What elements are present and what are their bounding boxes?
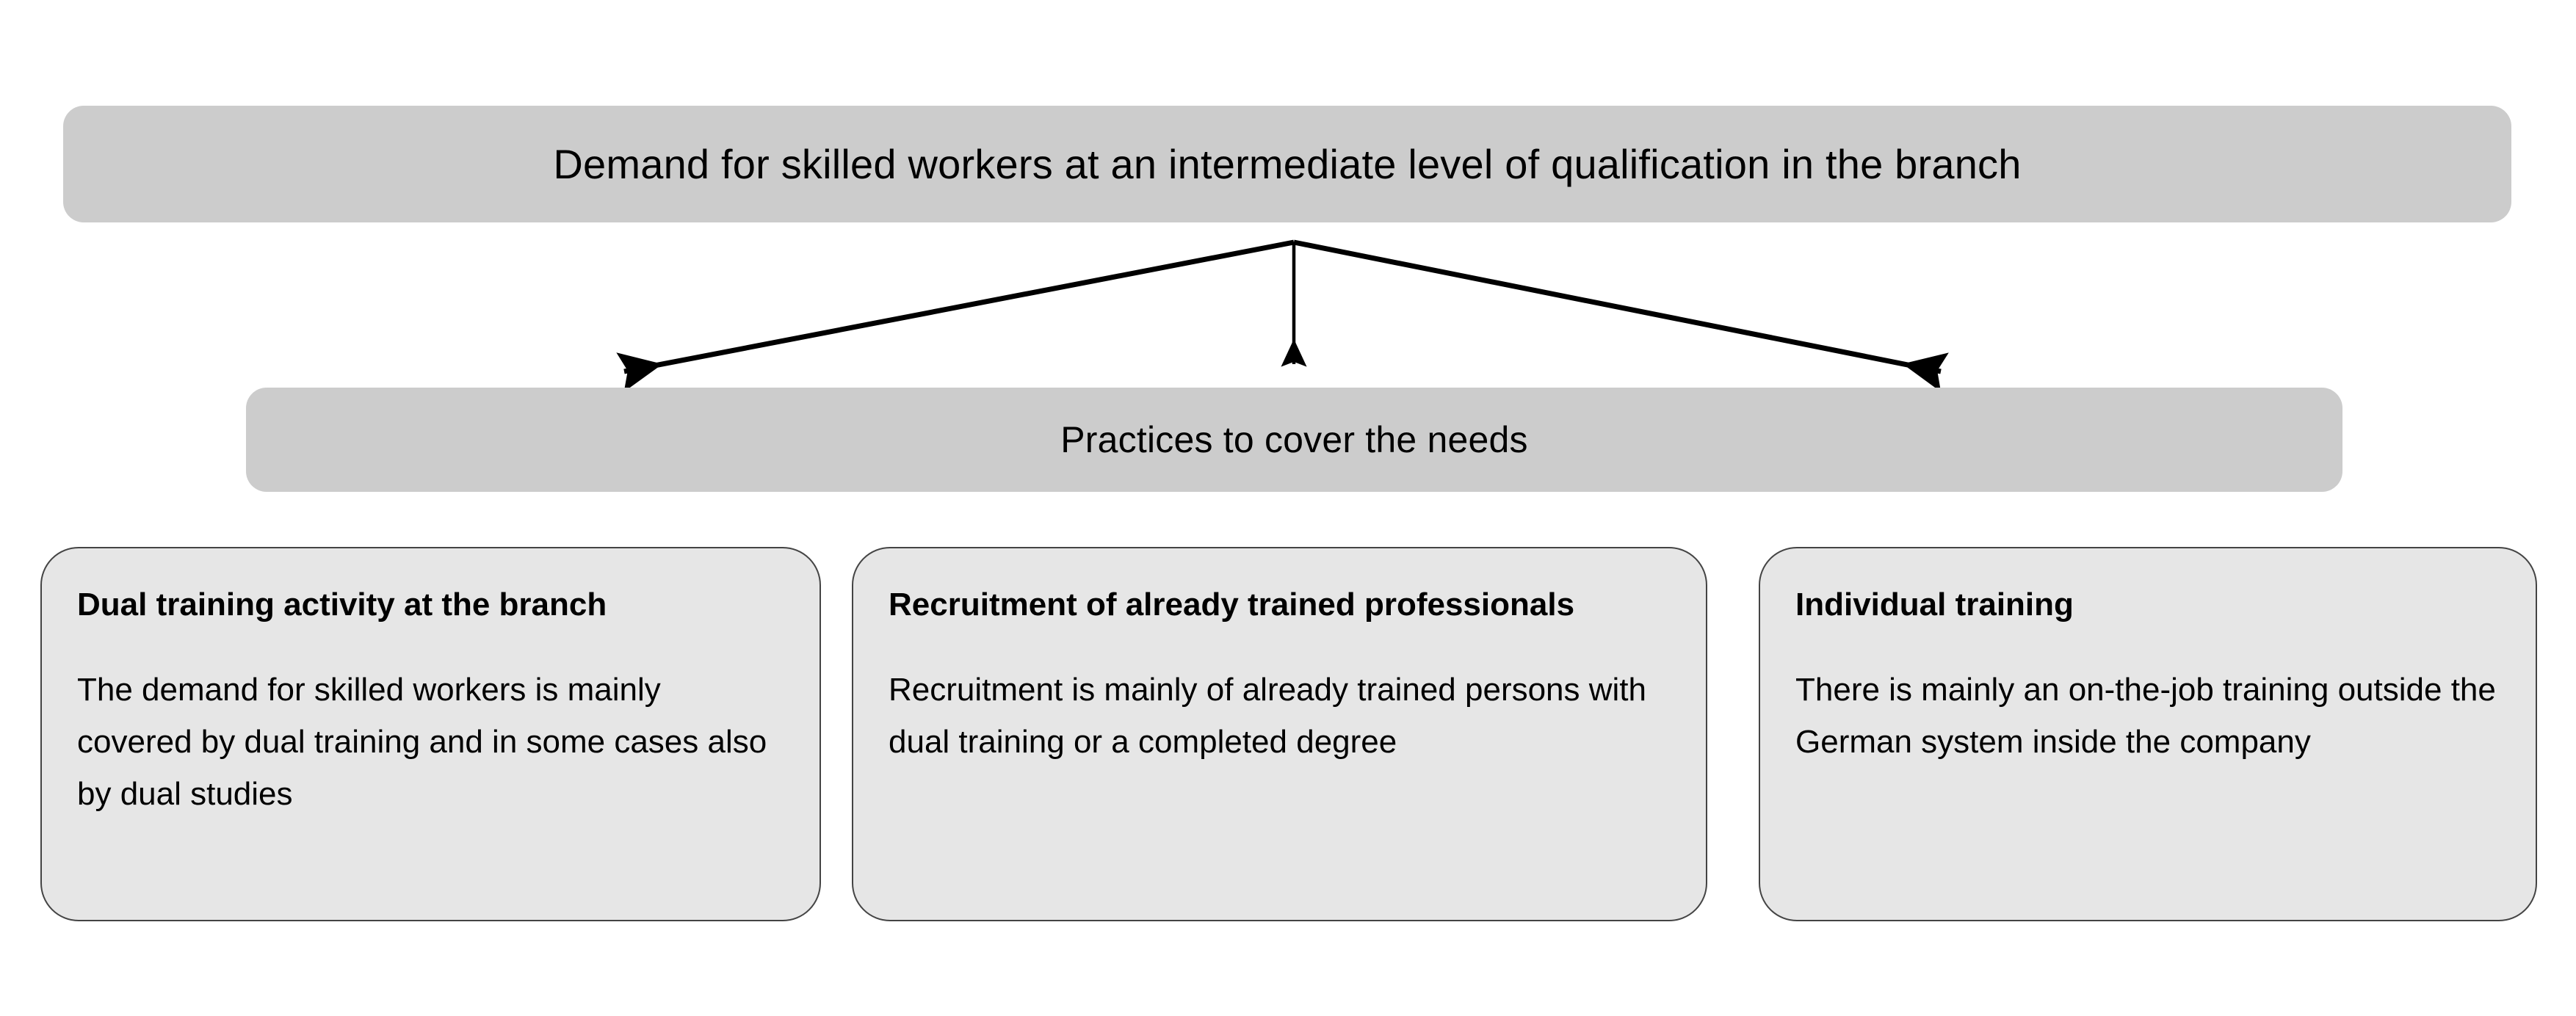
card-recruitment: Recruitment of already trained professio… — [852, 547, 1707, 921]
demand-title-label: Demand for skilled workers at an interme… — [553, 141, 2022, 187]
card-recruitment-title: Recruitment of already trained professio… — [889, 587, 1575, 623]
demand-title-box: Demand for skilled workers at an interme… — [63, 106, 2511, 222]
practices-box: Practices to cover the needs — [246, 388, 2342, 492]
card-dual-training: Dual training activity at the branch The… — [40, 547, 821, 921]
card-recruitment-body: Recruitment is mainly of already trained… — [889, 671, 1647, 760]
practices-label: Practices to cover the needs — [1060, 419, 1528, 460]
arrow-to-right-card — [1293, 239, 1949, 392]
card-individual-training: Individual training There is mainly an o… — [1759, 547, 2537, 921]
card-dual-training-body: The demand for skilled workers is mainly… — [77, 671, 767, 813]
card-dual-training-title: Dual training activity at the branch — [77, 587, 607, 623]
card-individual-training-title: Individual training — [1795, 587, 2074, 623]
card-individual-training-body: There is mainly an on-the-job training o… — [1795, 671, 2496, 760]
arrow-to-left-card — [616, 239, 1295, 392]
